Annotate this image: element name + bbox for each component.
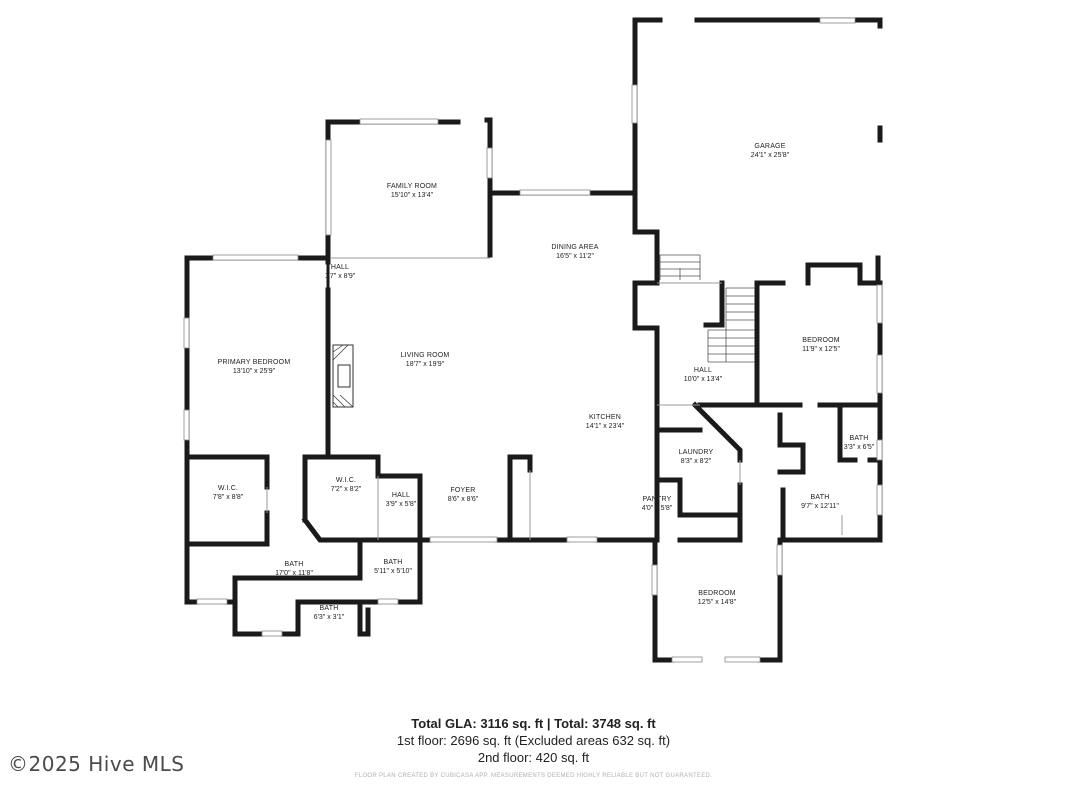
room-wic-mid-name: W.I.C. [336, 477, 356, 484]
room-bath-primary-name: BATH [285, 561, 304, 568]
room-bedroom-right-dims: 11'9" x 12'5" [802, 346, 840, 353]
room-bath-small-dims: 3'3" x 6'5" [844, 444, 875, 451]
room-bath-tiny-name: BATH [320, 605, 339, 612]
first-floor-area-text: 1st floor: 2696 sq. ft (Excluded areas 6… [396, 733, 671, 748]
stairs [659, 254, 755, 363]
room-pantry-dims: 4'0" x 5'8" [642, 505, 673, 512]
room-labels: GARAGE 24'1" x 25'8" FAMILY ROOM 15'10" … [213, 143, 875, 621]
room-living-room-dims: 18'7" x 19'9" [406, 361, 445, 368]
room-foyer-name: FOYER [450, 487, 475, 494]
room-bath-tiny-dims: 6'3" x 3'1" [314, 614, 345, 621]
room-bath-right-dims: 9'7" x 12'11" [801, 503, 839, 510]
room-living-room-name: LIVING ROOM [401, 352, 450, 359]
room-bath-primary-dims: 17'0" x 11'8" [275, 570, 313, 577]
room-dining-area-dims: 16'5" x 11'2" [556, 253, 594, 260]
room-hall-right-name: HALL [694, 367, 712, 374]
room-primary-bedroom-dims: 13'10" x 25'9" [233, 368, 276, 375]
room-hall-top-name: HALL [331, 264, 349, 271]
room-foyer-dims: 8'6" x 8'6" [448, 496, 479, 503]
room-kitchen-dims: 14'1" x 23'4" [586, 423, 625, 430]
room-pantry-name: PANTRY [643, 496, 672, 503]
room-wic-left-name: W.I.C. [218, 485, 238, 492]
room-hall-mid-name: HALL [392, 492, 410, 499]
room-wic-left-dims: 7'8" x 8'8" [213, 494, 244, 501]
room-hall-mid-dims: 3'9" x 5'8" [386, 501, 417, 508]
room-hall-top-dims: 1'7" x 8'9" [325, 273, 356, 280]
room-hall-right-dims: 10'0" x 13'4" [684, 376, 723, 383]
room-kitchen-name: KITCHEN [589, 414, 621, 421]
second-floor-area-text: 2nd floor: 420 sq. ft [477, 750, 590, 765]
room-bath-small-name: BATH [850, 435, 869, 442]
windows [183, 17, 883, 663]
room-family-room-name: FAMILY ROOM [387, 183, 437, 190]
fireplace-icon [332, 344, 354, 408]
disclaimer-text: FLOOR PLAN CREATED BY CUBICASA APP. MEAS… [354, 773, 713, 779]
room-bath-mid-dims: 5'11" x 5'10" [374, 568, 412, 575]
room-wic-mid-dims: 7'2" x 8'2" [331, 486, 362, 493]
room-bedroom-right-name: BEDROOM [802, 337, 840, 344]
room-primary-bedroom-name: PRIMARY BEDROOM [218, 359, 291, 366]
mls-watermark: ©2025 Hive MLS [8, 752, 185, 776]
room-garage-dims: 24'1" x 25'8" [751, 152, 790, 159]
room-bath-mid-name: BATH [384, 559, 403, 566]
room-garage-name: GARAGE [754, 143, 785, 150]
room-bedroom-bottom-dims: 12'5" x 14'8" [698, 599, 737, 606]
room-laundry-name: LAUNDRY [679, 449, 714, 456]
total-gla-text: Total GLA: 3116 sq. ft | Total: 3748 sq.… [411, 716, 656, 731]
room-bath-right-name: BATH [811, 494, 830, 501]
openings [266, 257, 843, 540]
room-dining-area-name: DINING AREA [551, 244, 598, 251]
room-bedroom-bottom-name: BEDROOM [698, 590, 736, 597]
room-laundry-dims: 8'3" x 8'2" [681, 458, 712, 465]
room-family-room-dims: 15'10" x 13'4" [391, 192, 434, 199]
